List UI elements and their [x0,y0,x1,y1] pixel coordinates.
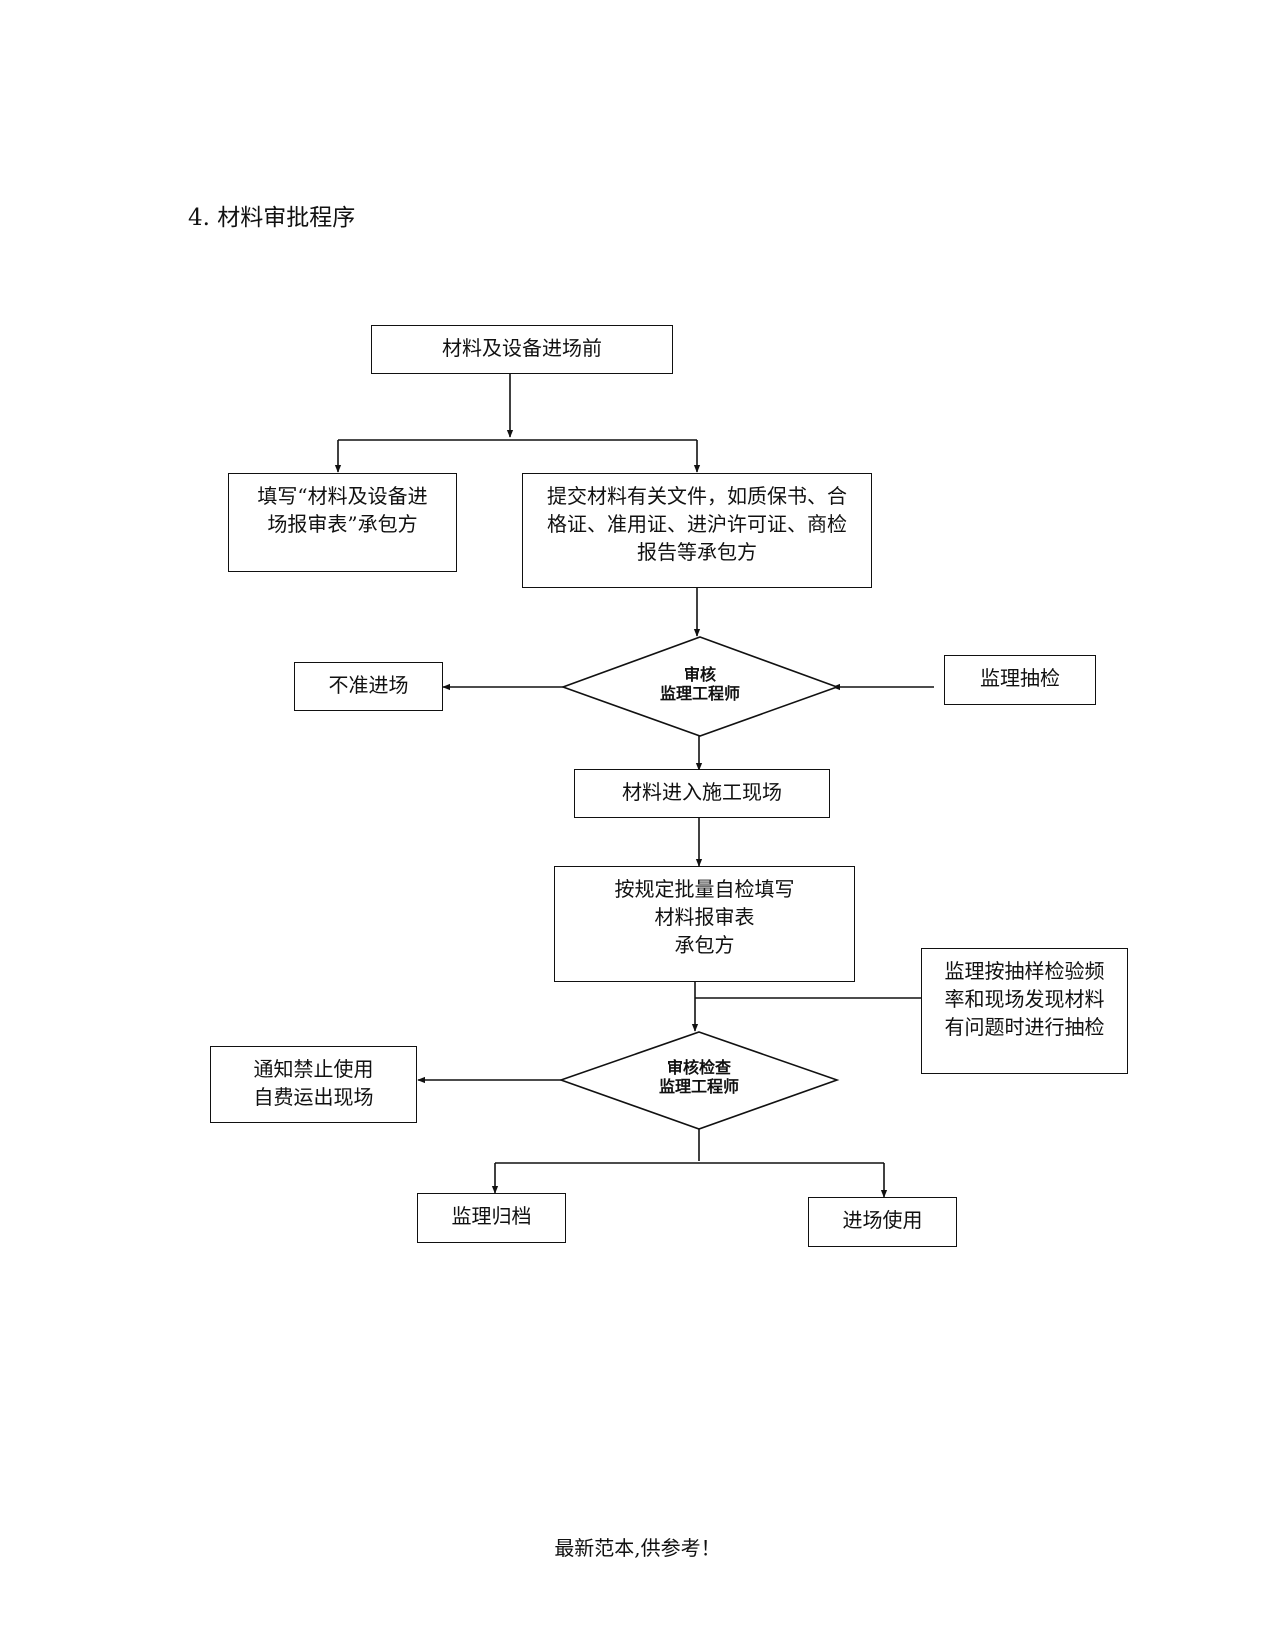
node-prohibit: 通知禁止使用 自费运出现场 [210,1046,417,1123]
page-title: 4. 材料审批程序 [188,205,356,231]
node-submit-docs-line: 格证、准用证、进沪许可证、商检 [547,512,847,536]
node-submit-docs: 提交材料有关文件，如质保书、合 格证、准用证、进沪许可证、商检 报告等承包方 [522,473,872,588]
node-spot-check: 监理抽检 [944,655,1096,705]
node-start: 材料及设备进场前 [371,325,673,374]
node-fill-form-line: 填写“材料及设备进 [257,484,428,508]
node-sampling-line: 率和现场发现材料 [944,987,1105,1011]
node-spot-check-line: 监理抽检 [980,666,1060,690]
node-submit-docs-line: 提交材料有关文件，如质保书、合 [547,484,847,508]
decision-review1-line: 审核 [683,665,716,684]
decision-label-review1: 审核 监理工程师 [600,665,800,703]
node-use-line: 进场使用 [842,1208,923,1232]
node-enter-site: 材料进入施工现场 [574,769,830,818]
node-archive-line: 监理归档 [451,1204,532,1228]
decision-review2-line: 监理工程师 [658,1077,739,1096]
node-fill-form: 填写“材料及设备进 场报审表”承包方 [228,473,457,572]
node-archive: 监理归档 [417,1193,566,1243]
node-reject-entry: 不准进场 [294,662,443,711]
node-enter-site-line: 材料进入施工现场 [622,780,782,804]
node-use: 进场使用 [808,1197,957,1247]
node-prohibit-line: 自费运出现场 [253,1085,374,1109]
node-fill-form-line: 场报审表”承包方 [267,512,418,536]
node-self-check-line: 承包方 [674,933,735,957]
decision-diamond-review1 [560,636,840,737]
node-self-check: 按规定批量自检填写 材料报审表 承包方 [554,866,855,982]
decision-diamond-review2 [558,1031,840,1130]
node-self-check-line: 材料报审表 [654,905,755,929]
node-prohibit-line: 通知禁止使用 [253,1057,374,1081]
node-sampling: 监理按抽样检验频 率和现场发现材料 有问题时进行抽检 [921,948,1128,1074]
node-reject-entry-line: 不准进场 [328,673,409,697]
decision-review1-line: 监理工程师 [659,684,740,703]
page-footer: 最新范本,供参考！ [554,1536,721,1560]
node-sampling-line: 有问题时进行抽检 [944,1015,1105,1039]
node-start-line: 材料及设备进场前 [442,336,602,360]
decision-review2-line: 审核检查 [666,1058,731,1077]
node-self-check-line: 按规定批量自检填写 [614,877,795,901]
node-sampling-line: 监理按抽样检验频 [944,959,1105,983]
decision-label-review2: 审核检查 监理工程师 [599,1058,799,1096]
node-submit-docs-line: 报告等承包方 [637,540,757,564]
